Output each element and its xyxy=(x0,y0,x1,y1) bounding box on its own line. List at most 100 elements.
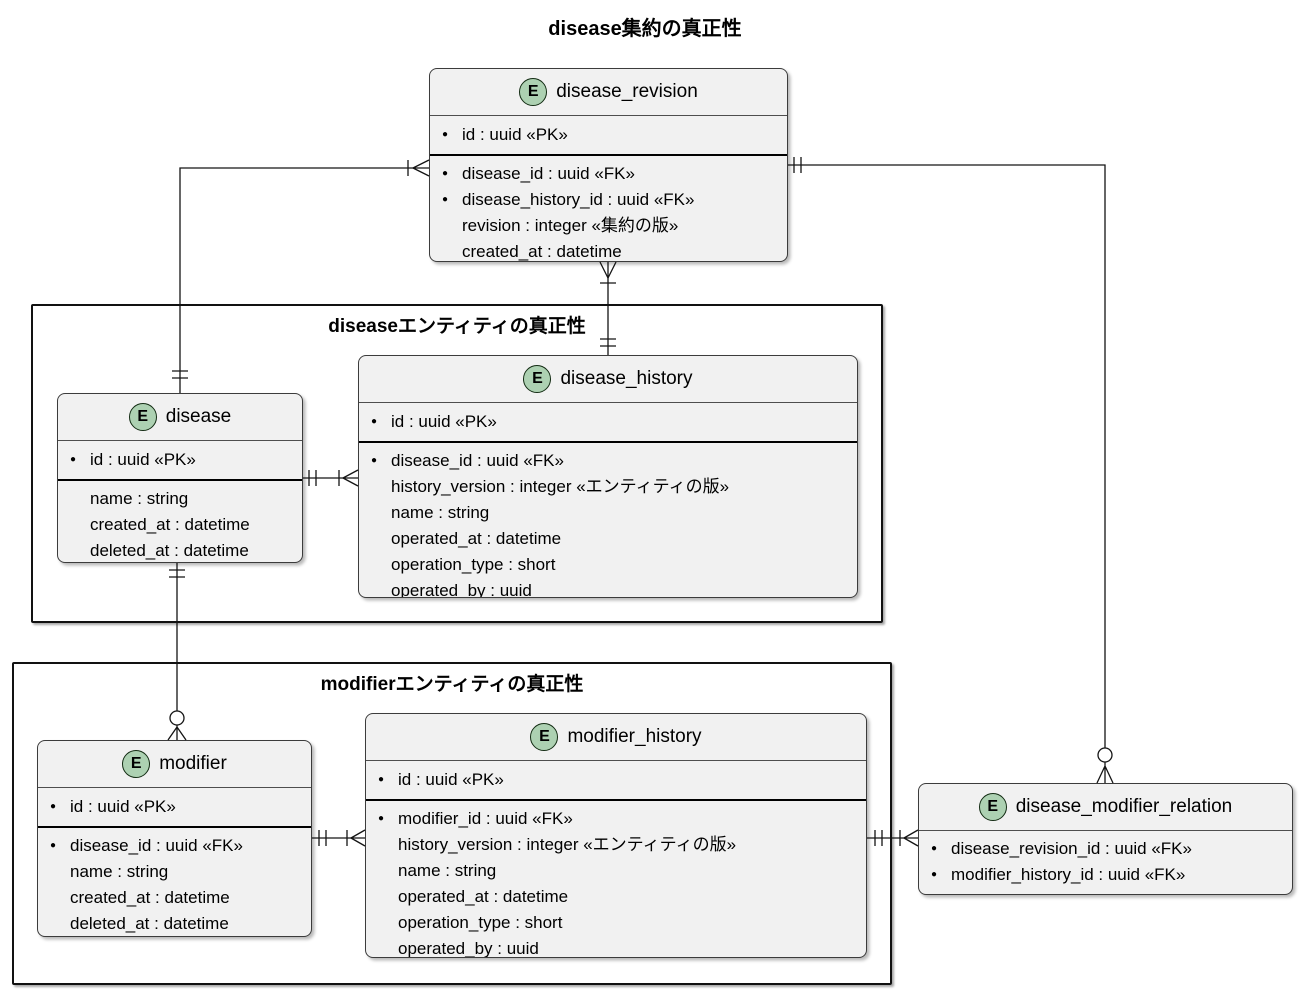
field-text: name : string xyxy=(70,862,169,881)
entity-fields-compartment: name : string created_at : datetime delete… xyxy=(58,481,302,562)
diagram-title: disease集約の真正性 xyxy=(548,18,742,40)
entity-field: ● disease_id : uuid «FK» xyxy=(430,161,787,187)
field-text: name : string xyxy=(398,861,497,880)
field-text: name : string xyxy=(90,489,189,508)
entity-field: deleted_at : datetime xyxy=(58,538,302,562)
entity-name: disease xyxy=(165,406,232,427)
entity-name: disease_revision xyxy=(556,81,698,102)
entity-header: E disease_modifier_relation xyxy=(919,784,1292,831)
entity-disease-history: E disease_history ● id : uuid «PK» ●disea… xyxy=(358,355,858,598)
group-disease-title: diseaseエンティティの真正性 xyxy=(328,316,586,337)
entity-icon: E xyxy=(519,78,548,106)
key-bullet-icon: ● xyxy=(70,454,77,465)
entity-field: name : string xyxy=(38,859,311,885)
entity-pk-compartment: ● id : uuid «PK» xyxy=(366,761,866,801)
entity-name: disease_history xyxy=(560,368,693,389)
entity-icon: E xyxy=(978,793,1007,821)
entity-disease-revision: E disease_revision ●id : uuid «PK» ●dise… xyxy=(429,68,788,262)
entity-field: operated_at : datetime xyxy=(359,526,857,552)
entity-field: ● id : uuid «PK» xyxy=(359,409,857,435)
field-text: id : uuid «PK» xyxy=(398,770,504,789)
field-text: modifier_id : uuid «FK» xyxy=(398,809,573,828)
field-text: disease_id : uuid «FK» xyxy=(391,451,564,470)
field-text: operated_at : datetime xyxy=(391,529,562,548)
key-bullet-icon: ● xyxy=(442,194,449,205)
key-bullet-icon: ● xyxy=(50,840,57,851)
cardinality-one-or-many-icon xyxy=(407,159,430,177)
entity-field: operation_type : short xyxy=(359,552,857,578)
key-bullet-icon: ● xyxy=(442,129,449,140)
field-text: disease_id : uuid «FK» xyxy=(462,164,635,183)
entity-pk-compartment: ● id : uuid «PK» xyxy=(430,116,787,156)
entity-field: deleted_at : datetime xyxy=(38,911,311,936)
entity-field: ●id : uuid «PK» xyxy=(38,794,311,820)
field-text: operation_type : short xyxy=(398,913,563,932)
field-text: history_version : integer «エンティティの版» xyxy=(398,835,737,854)
field-text: name : string xyxy=(391,503,490,522)
field-text: revision : integer «集約の版» xyxy=(462,216,679,235)
entity-field: ● disease_id : uuid «FK» xyxy=(38,833,311,859)
entity-field: ● id : uuid «PK» xyxy=(58,447,302,473)
field-text: modifier_history_id : uuid «FK» xyxy=(951,865,1186,884)
entity-disease-modifier-relation: E disease_modifier_relation ● disease_rev… xyxy=(918,783,1293,895)
entity-field: operated_by : uuid xyxy=(359,578,857,598)
entity-field: revision : integer «集約の版» xyxy=(430,213,787,239)
entity-modifier-history: E modifier_history ●id : uuid «PK» ●modi… xyxy=(365,713,867,958)
field-text: operated_at : datetime xyxy=(398,887,569,906)
entity-field: operation_type : short xyxy=(366,910,866,936)
entity-header: E disease_revision xyxy=(430,69,787,116)
entity-field: ●disease_id : uuid «FK» xyxy=(359,448,857,474)
entity-header: E modifier xyxy=(38,741,311,788)
entity-modifier: E modifier ●id : uuid «PK» ● disease_id :… xyxy=(37,740,312,937)
entity-field: history_version : integer «エンティティの版» xyxy=(359,474,857,500)
entity-fields-compartment: ●disease_id : uuid «FK» history_version :… xyxy=(359,443,857,598)
entity-name: disease_modifier_relation xyxy=(1015,796,1233,817)
key-bullet-icon: ● xyxy=(442,168,449,179)
key-bullet-icon: ● xyxy=(931,843,938,854)
group-modifier-title: modifierエンティティの真正性 xyxy=(320,674,584,695)
entity-pk-compartment: ●id : uuid «PK» xyxy=(38,788,311,828)
key-bullet-icon: ● xyxy=(50,801,57,812)
key-bullet-icon: ● xyxy=(371,416,378,427)
field-text: deleted_at : datetime xyxy=(90,541,249,560)
cardinality-zero-or-many-icon xyxy=(1096,762,1114,784)
field-text: operated_by : uuid xyxy=(391,581,532,598)
field-text: history_version : integer «エンティティの版» xyxy=(391,477,730,496)
entity-field: name : string xyxy=(58,486,302,512)
entity-fields-compartment: ● disease_id : uuid «FK» ●disease_history_… xyxy=(430,156,787,261)
field-text: created_at : datetime xyxy=(462,242,622,261)
entity-field: operated_by : uuid xyxy=(366,936,866,958)
field-text: created_at : datetime xyxy=(70,888,230,907)
field-text: disease_id : uuid «FK» xyxy=(70,836,243,855)
entity-name: modifier_history xyxy=(567,726,702,747)
entity-field: name : string xyxy=(359,500,857,526)
entity-fields-compartment: ● disease_revision_id : uuid «FK» ● modifie… xyxy=(919,831,1292,894)
entity-header: E disease_history xyxy=(359,356,857,403)
key-bullet-icon: ● xyxy=(931,869,938,880)
entity-disease: E disease ● id : uuid «PK» name : string c… xyxy=(57,393,303,563)
field-text: operated_by : uuid xyxy=(398,939,539,958)
entity-field: ● modifier_id : uuid «FK» xyxy=(366,806,866,832)
field-text: deleted_at : datetime xyxy=(70,914,229,933)
entity-field: operated_at : datetime xyxy=(366,884,866,910)
key-bullet-icon: ● xyxy=(378,813,385,824)
entity-field: created_at : datetime xyxy=(58,512,302,538)
entity-fields-compartment: ● modifier_id : uuid «FK» history_version … xyxy=(366,801,866,958)
entity-field: ● modifier_history_id : uuid «FK» xyxy=(919,862,1292,888)
cardinality-one-or-many-icon xyxy=(599,261,617,284)
entity-header: E disease xyxy=(58,394,302,441)
field-text: id : uuid «PK» xyxy=(462,125,568,144)
field-text: disease_revision_id : uuid «FK» xyxy=(951,839,1192,858)
entity-field: ● id : uuid «PK» xyxy=(366,767,866,793)
entity-field: ● id : uuid «PK» xyxy=(430,122,787,148)
entity-field: ●disease_history_id : uuid «FK» xyxy=(430,187,787,213)
group-modifier-entity: modifierエンティティの真正性 xyxy=(12,662,892,985)
field-text: id : uuid «PK» xyxy=(391,412,497,431)
field-text: created_at : datetime xyxy=(90,515,250,534)
field-text: id : uuid «PK» xyxy=(90,450,196,469)
entity-field: history_version : integer «エンティティの版» xyxy=(366,832,866,858)
entity-field: created_at : datetime xyxy=(430,239,787,261)
key-bullet-icon: ● xyxy=(378,774,385,785)
entity-field: created_at : datetime xyxy=(38,885,311,911)
